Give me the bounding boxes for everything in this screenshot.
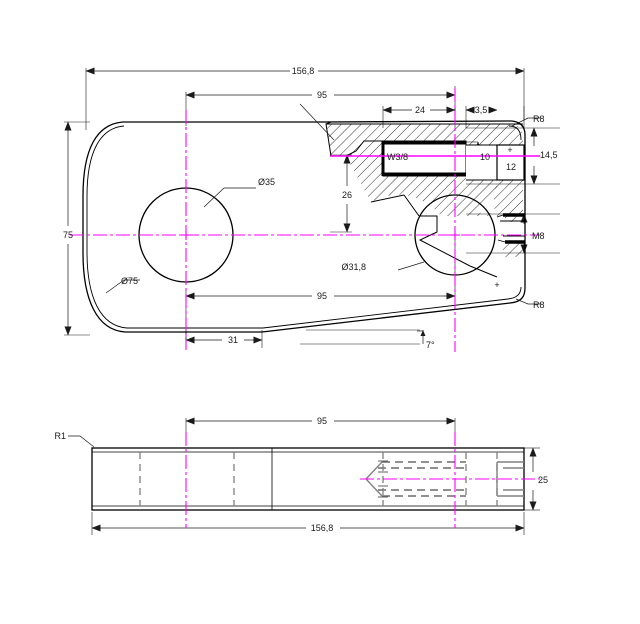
center-mark-lower-right: + [494, 280, 499, 290]
dim-angle-7deg: 7° [426, 340, 435, 350]
label-corner-radius-r8-top: R8 [533, 114, 545, 124]
label-thread-w38: W3/8 [387, 152, 408, 162]
dim-side-length-95: 95 [317, 416, 327, 426]
part-outline-top [82, 120, 526, 333]
label-bore-dia-35: Ø35 [258, 177, 275, 187]
centerlines-side [185, 432, 540, 528]
leader-lines-top [105, 103, 541, 305]
dim-height-26: 26 [342, 190, 352, 200]
internal-step-lines [403, 194, 498, 278]
dim-side-overall-156-8: 156,8 [311, 523, 334, 533]
side-view-labels: 95 156,8 25 R1 [54, 416, 548, 533]
label-thread-m8: M8 [532, 231, 545, 241]
label-edge-radius-r1: R1 [54, 431, 66, 441]
dimension-lines-top [64, 67, 538, 344]
dim-bore-10: 10 [480, 152, 490, 162]
bore-passage-10 [466, 144, 497, 181]
section-hatch-region [326, 124, 523, 258]
label-outer-radius-75: Ø75 [121, 276, 138, 286]
leader-r1 [68, 435, 95, 448]
dim-overall-length: 156,8 [292, 66, 315, 76]
dim-length-95-bottom: 95 [317, 291, 327, 301]
top-view-group: + + [64, 67, 560, 352]
dim-length-95-top: 95 [317, 90, 327, 100]
counterbore-rect: + [496, 144, 525, 181]
dim-width-12: 12 [506, 162, 516, 172]
dimension-lines-side [91, 417, 537, 532]
center-cross-marks [181, 230, 460, 240]
part-outline-offset [86, 125, 522, 329]
dim-height-14-5: 14,5 [540, 150, 558, 160]
label-corner-radius-r8-bottom: R8 [533, 300, 545, 310]
center-marks: + [494, 280, 499, 290]
side-body-inner-lines [92, 448, 524, 510]
counterbore-center-mark: + [507, 145, 512, 155]
top-view-labels: 156,8 95 24 3,5 75 26 10 12 14,5 95 31 7… [63, 66, 558, 350]
dim-length-24: 24 [415, 105, 425, 115]
hidden-counterbore-side [496, 461, 524, 497]
dim-length-31: 31 [228, 335, 238, 345]
label-pin-bore-31-8: Ø31,8 [341, 262, 366, 272]
side-inner-ticks [378, 460, 388, 498]
thread-bore-w38 [381, 140, 467, 177]
side-view-group [68, 417, 540, 535]
dim-height-75: 75 [63, 230, 73, 240]
hidden-thread-side [378, 461, 466, 497]
dim-side-thickness-25: 25 [538, 475, 548, 485]
dim-length-3-5: 3,5 [475, 105, 488, 115]
thread-hole-m8 [496, 213, 525, 244]
